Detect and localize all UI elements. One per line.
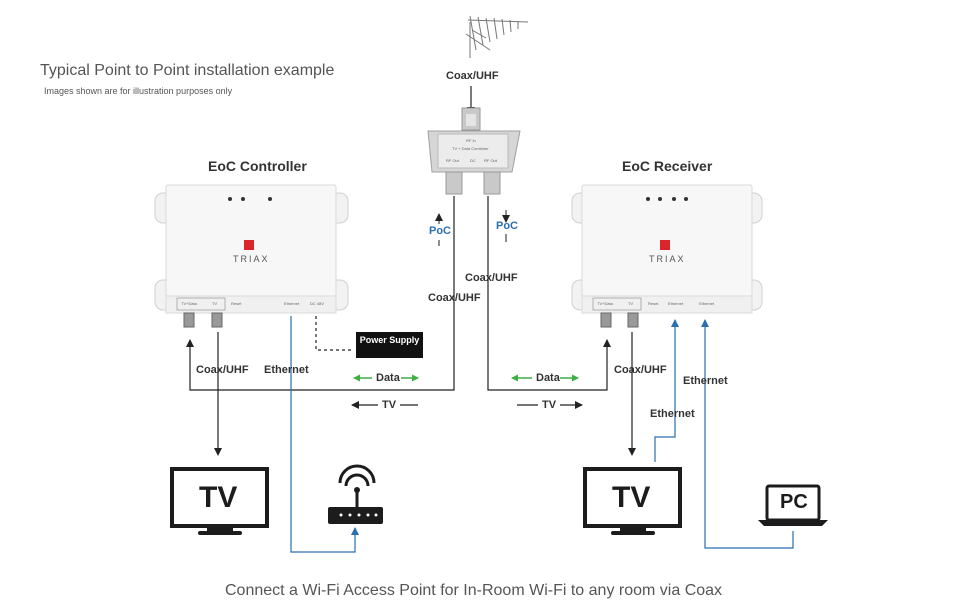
receiver-device	[571, 184, 763, 328]
splitter-combiner-label: TV + Data Combiner	[452, 146, 489, 151]
triax-logo-icon	[660, 240, 670, 250]
footer-caption: Connect a Wi-Fi Access Point for In-Room…	[225, 582, 723, 599]
coax-controller-label: Coax/UHF	[196, 364, 249, 376]
coax-receiver-label: Coax/UHF	[614, 364, 667, 376]
tv-right-text: TV	[612, 481, 651, 514]
tv-left-text: TV	[199, 481, 238, 514]
tv-right-icon	[583, 467, 682, 535]
poc-right-label: PoC	[496, 220, 518, 232]
triax-logo-icon	[244, 240, 254, 250]
ethernet-controller-label: Ethernet	[264, 364, 309, 376]
tv-left-icon	[170, 467, 269, 535]
ethernet-wires	[290, 316, 794, 553]
controller-port-label: TV	[212, 301, 218, 306]
ethernet-receiver-right-label: Ethernet	[683, 375, 728, 387]
splitter-out-right: RF Out	[484, 158, 497, 163]
controller-device	[154, 184, 349, 328]
data-right-label: Data	[536, 372, 560, 384]
power-supply-label: Power Supply	[359, 335, 420, 345]
receiver-port-label: Reset	[648, 301, 659, 306]
laptop-pc-icon	[758, 484, 828, 526]
controller-title: EoC Controller	[208, 158, 307, 174]
receiver-port-label: Ethernet	[668, 301, 684, 306]
controller-port-label: TV+Data	[181, 301, 197, 306]
controller-port-label: DC 48V	[310, 301, 325, 306]
antenna-icon	[465, 15, 529, 58]
coax-left-mid-label: Coax/UHF	[428, 292, 481, 304]
coax-wires	[186, 196, 636, 456]
page-title: Typical Point to Point installation exam…	[40, 62, 335, 79]
tv-left-label: TV	[382, 399, 397, 411]
splitter-dc: DC	[470, 158, 476, 163]
pc-text: PC	[780, 491, 808, 513]
coax-right-mid-label: Coax/UHF	[465, 272, 518, 284]
tv-right-label: TV	[542, 399, 557, 411]
coax-antenna-label: Coax/UHF	[446, 70, 499, 82]
splitter-device	[427, 107, 521, 195]
controller-port-label: Reset	[231, 301, 242, 306]
data-left-label: Data	[376, 372, 400, 384]
controller-brand: TRIAX	[233, 254, 270, 264]
wifi-router-icon	[328, 464, 383, 524]
receiver-port-label: Ethernet	[699, 301, 715, 306]
receiver-brand: TRIAX	[649, 254, 686, 264]
poc-arrows	[435, 210, 510, 246]
power-supply-box	[356, 332, 423, 358]
splitter-rf-in: RF In	[466, 138, 476, 143]
receiver-port-label: TV+Data	[597, 301, 613, 306]
splitter-out-left: RF Out	[446, 158, 459, 163]
receiver-title: EoC Receiver	[622, 158, 713, 174]
receiver-port-label: TV	[628, 301, 634, 306]
poc-left-label: PoC	[429, 225, 451, 237]
controller-port-label: Ethernet	[284, 301, 300, 306]
ethernet-receiver-mid-label: Ethernet	[650, 408, 695, 420]
illustration-note: Images shown are for illustration purpos…	[44, 86, 233, 96]
